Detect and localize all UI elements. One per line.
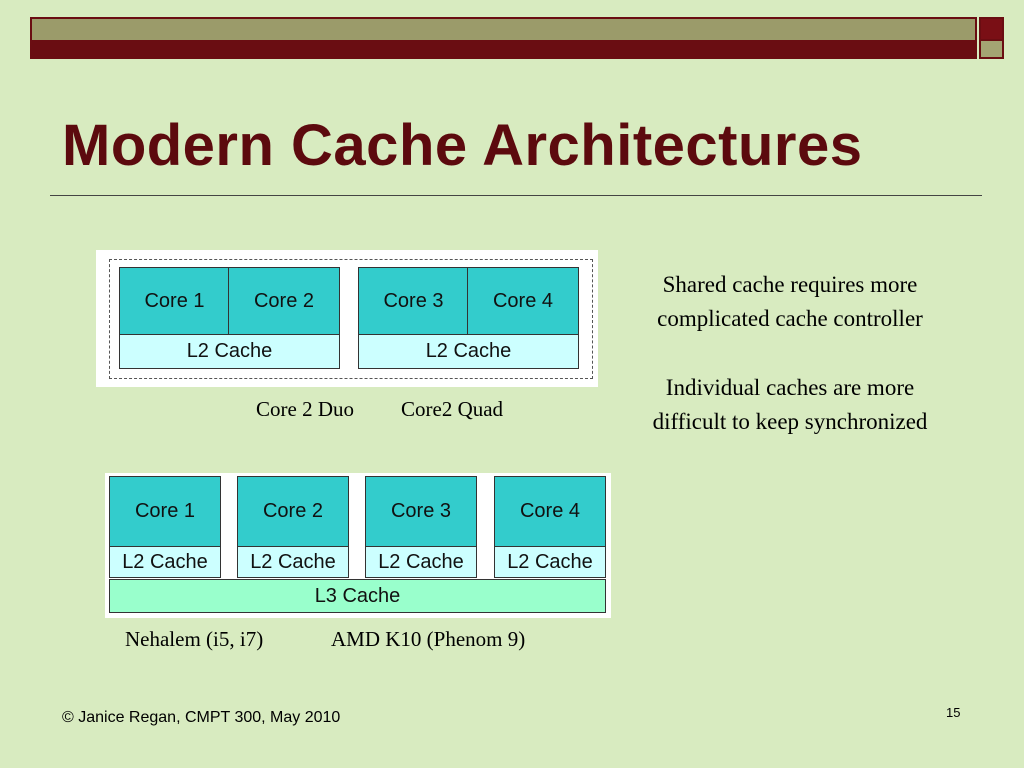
caption-core2duo: Core 2 Duo <box>256 397 354 421</box>
l2-cache-box: L2 Cache <box>237 546 349 578</box>
header-bar-accent <box>30 40 977 59</box>
l3-cache-diagram: Core 1 L2 Cache Core 2 L2 Cache Core 3 L… <box>105 473 611 618</box>
title-divider <box>50 195 982 196</box>
caption-core2quad: Core2 Quad <box>401 397 504 421</box>
caption-amd-k10: AMD K10 (Phenom 9) <box>331 627 526 651</box>
core-box: Core 4 <box>494 476 606 547</box>
header-square-dark <box>979 17 1004 41</box>
note-line: Shared cache requires more <box>662 272 918 297</box>
core-box: Core 4 <box>467 267 579 335</box>
note-line: complicated cache controller <box>657 306 923 331</box>
core-box: Core 2 <box>228 267 340 335</box>
note-shared-cache: Shared cache requires more complicated c… <box>600 268 980 336</box>
shared-cache-diagram: Core 1 Core 2 L2 Cache Core 3 Core 4 L2 … <box>96 250 598 387</box>
header-square-light <box>979 41 1004 59</box>
header-bar <box>30 17 977 40</box>
l2-cache-box: L2 Cache <box>494 546 606 578</box>
core-box: Core 3 <box>358 267 469 335</box>
l3-cache-box: L3 Cache <box>109 579 606 613</box>
l2-cache-box: L2 Cache <box>109 546 221 578</box>
chip-boundary <box>109 259 593 379</box>
core-box: Core 1 <box>109 476 221 547</box>
caption-nehalem: Nehalem (i5, i7) <box>125 627 264 651</box>
page-number: 15 <box>946 705 961 720</box>
core-box: Core 3 <box>365 476 477 547</box>
note-line: Individual caches are more <box>665 375 915 400</box>
l2-cache-box: L2 Cache <box>119 334 340 369</box>
slide-title: Modern Cache Architectures <box>62 113 863 178</box>
note-line: difficult to keep synchronized <box>652 409 928 434</box>
core-box: Core 2 <box>237 476 349 547</box>
core-box: Core 1 <box>119 267 230 335</box>
note-individual-cache: Individual caches are more difficult to … <box>600 371 980 439</box>
l2-cache-box: L2 Cache <box>358 334 579 369</box>
l2-cache-box: L2 Cache <box>365 546 477 578</box>
footer-copyright: © Janice Regan, CMPT 300, May 2010 <box>62 709 341 726</box>
